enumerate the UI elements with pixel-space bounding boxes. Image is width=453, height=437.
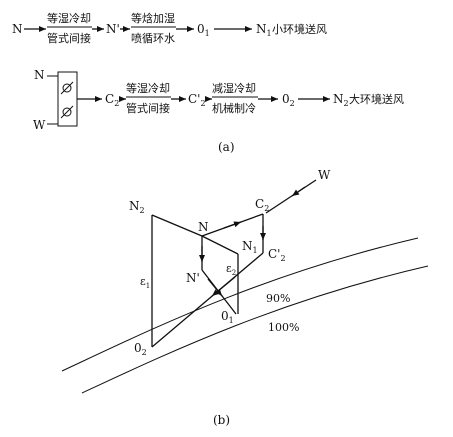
mixing-box — [57, 71, 78, 127]
row2-end-label: N2 — [333, 92, 349, 108]
row1-mid1-label: N' — [106, 22, 120, 36]
arrow-w-c2 — [291, 186, 306, 197]
row2-input-bottom-label: W — [33, 118, 46, 132]
caption-a: (a) — [218, 140, 235, 154]
point-c2p-label: C'2 — [268, 247, 286, 263]
row1-start-label: N — [12, 22, 23, 36]
row1-end-label: N1 — [256, 22, 272, 38]
point-c2-label: C2 — [255, 197, 269, 213]
rh-100-label: 100% — [268, 321, 299, 334]
line-n2-n — [151, 214, 203, 237]
row2-step2-bottom: 机械制冷 — [212, 101, 256, 115]
point-np-label: N' — [186, 271, 200, 285]
row1-step1-bottom: 管式间接 — [47, 31, 91, 45]
epsilon-2-label: ε2 — [226, 262, 236, 277]
damper-top-icon — [62, 83, 72, 93]
row2-end-text: 大环境送风 — [349, 92, 404, 106]
rh-90-label: 90% — [266, 292, 290, 305]
psychrometric-chart: 90% 100% W C2 C'2 N N2 N1 N' 01 — [61, 168, 429, 394]
row1-mid2-label: 01 — [197, 22, 210, 38]
line-n-n1 — [201, 235, 239, 255]
damper-bottom-icon — [62, 107, 72, 117]
arrow-np-o1 — [207, 278, 223, 297]
row2-step1-top: 等湿冷却 — [126, 81, 170, 95]
point-n-label: N — [198, 220, 209, 234]
flowchart-row-1: N 等湿冷却 管式间接 N' 等焓加湿 喷循环水 01 N1 小环境送风 — [12, 11, 327, 45]
epsilon-1-label: ε1 — [140, 275, 150, 290]
row1-end-text: 小环境送风 — [272, 22, 327, 36]
row2-mid3-label: 02 — [282, 92, 295, 108]
point-n1-label: N1 — [242, 239, 258, 255]
row2-step2-top: 减湿冷却 — [212, 82, 256, 95]
rh-90-curve — [61, 237, 419, 372]
point-o2-label: 02 — [134, 341, 147, 357]
flowchart-row-2: N W C2 等湿冷却 管式间接 C'2 减湿冷却 机械制冷 02 N2 大环境… — [33, 68, 404, 132]
row1-step1-top: 等湿冷却 — [47, 11, 91, 25]
rh-100-curve — [81, 265, 429, 394]
row2-mid2-label: C'2 — [188, 92, 206, 108]
row2-mid1-label: C2 — [105, 92, 119, 108]
point-o1-label: 01 — [221, 309, 234, 325]
point-w-label: W — [318, 168, 331, 182]
row1-step2-top: 等焓加湿 — [131, 11, 175, 25]
arrow-c2p-o2 — [211, 276, 236, 297]
process-w-c2 — [265, 179, 317, 214]
row1-step2-bottom: 喷循环水 — [131, 32, 175, 45]
point-n2-label: N2 — [129, 199, 145, 215]
process-o2-c2p — [151, 252, 264, 348]
arrow-n-c2 — [223, 221, 242, 229]
damper-top-blade — [60, 81, 74, 95]
caption-b: (b) — [213, 413, 230, 427]
row2-step1-bottom: 管式间接 — [126, 101, 170, 115]
row2-input-top-label: N — [34, 68, 45, 82]
damper-bottom-blade — [60, 105, 74, 119]
